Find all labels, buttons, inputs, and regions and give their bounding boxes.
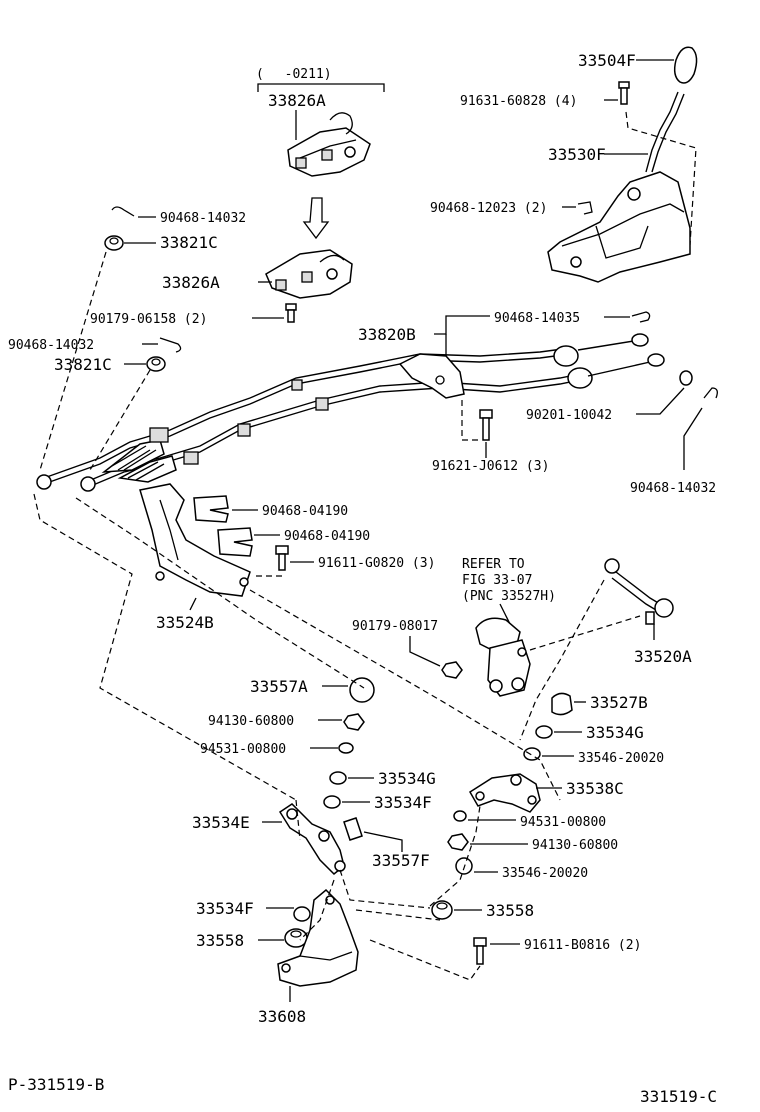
collar-icon bbox=[323, 795, 341, 809]
shift-knob bbox=[673, 46, 698, 84]
bushing-icon bbox=[146, 356, 166, 372]
collar-icon bbox=[535, 725, 553, 739]
bushing-icon bbox=[551, 692, 573, 716]
nut-icon bbox=[441, 661, 463, 679]
nut-icon bbox=[447, 833, 469, 851]
bolt-icon bbox=[479, 409, 493, 441]
label-bolt-retainer: 91611-G0820 (3) bbox=[318, 556, 435, 571]
clip-icon bbox=[577, 201, 593, 215]
label-knob: 33504F bbox=[578, 51, 636, 70]
control-bracket-upper bbox=[287, 112, 371, 177]
label-cushion-a: 33557A bbox=[250, 677, 308, 696]
label-grommet-left: 33558 bbox=[196, 931, 244, 950]
shift-cable bbox=[36, 333, 665, 492]
washer-icon bbox=[453, 810, 467, 822]
label-washer-left: 94531-00800 bbox=[200, 742, 286, 757]
lever-assy bbox=[278, 803, 346, 876]
washer-icon bbox=[338, 742, 354, 754]
date-range-label: ( -0211) bbox=[256, 67, 332, 82]
label-bolt-bracket: 90179-06158 (2) bbox=[90, 312, 207, 327]
shift-lever bbox=[547, 91, 691, 283]
clip-icon bbox=[111, 206, 135, 217]
refer-line-3: (PNC 33527H) bbox=[462, 589, 556, 604]
label-clip-right: 90468-14032 bbox=[630, 481, 716, 496]
shift-bolt-icon bbox=[618, 81, 630, 105]
label-cable-assy: 33820B bbox=[358, 325, 416, 344]
collar-icon bbox=[329, 771, 347, 785]
clip-icon bbox=[217, 527, 253, 557]
footer-right-code: 331519-C bbox=[640, 1087, 717, 1106]
label-clip-left-mid: 90468-14032 bbox=[8, 338, 94, 353]
label-collar-right: 33534G bbox=[586, 723, 644, 742]
bolt-icon bbox=[285, 303, 297, 323]
collar-icon bbox=[293, 906, 311, 922]
select-lever bbox=[475, 617, 531, 697]
label-bushing-mid: 33821C bbox=[54, 355, 112, 374]
label-nut-right2: 94130-60800 bbox=[532, 838, 618, 853]
plate-right bbox=[468, 773, 541, 813]
clip-icon bbox=[631, 311, 651, 323]
label-clip-left-top: 90468-14032 bbox=[160, 211, 246, 226]
cushion-icon bbox=[349, 677, 375, 703]
label-collar-left: 33534G bbox=[378, 769, 436, 788]
footer-left-code: P-331519-B bbox=[8, 1075, 104, 1094]
label-bushing-546-bot: 33546-20020 bbox=[502, 866, 588, 881]
label-bolt-cable: 91621-J0612 (3) bbox=[432, 459, 549, 474]
label-cushion-f: 33557F bbox=[372, 851, 430, 870]
label-bracket-bottom: 33826A bbox=[162, 273, 220, 292]
label-clip-cable: 90468-14035 bbox=[494, 311, 580, 326]
label-nut-lever: 90179-08017 bbox=[352, 619, 438, 634]
bolt-icon bbox=[473, 937, 487, 965]
clip-icon bbox=[703, 387, 718, 399]
bushing-icon bbox=[104, 235, 124, 251]
label-bolt-bottom: 91611-B0816 (2) bbox=[524, 938, 641, 953]
label-bushing-top: 33821C bbox=[160, 233, 218, 252]
label-nut-left: 94130-60800 bbox=[208, 714, 294, 729]
nut-icon bbox=[343, 713, 365, 731]
label-bracket-top: 33826A bbox=[268, 91, 326, 110]
label-retainer: 33524B bbox=[156, 613, 214, 632]
label-grommet-right: 33558 bbox=[486, 901, 534, 920]
label-clip-bracket-a: 90468-04190 bbox=[262, 504, 348, 519]
washer-icon bbox=[679, 370, 693, 386]
bushing-icon bbox=[455, 857, 473, 875]
control-bracket-lower bbox=[265, 249, 353, 299]
label-washer-right2: 94531-00800 bbox=[520, 815, 606, 830]
refer-line-2: FIG 33-07 bbox=[462, 573, 532, 588]
refer-line-1: REFER TO bbox=[462, 557, 525, 572]
label-rod-right: 33520A bbox=[634, 647, 692, 666]
label-bracket-lower: 33608 bbox=[258, 1007, 306, 1026]
label-collar-f2: 33534F bbox=[196, 899, 254, 918]
label-lever-e: 33534E bbox=[192, 813, 250, 832]
grommet-icon bbox=[431, 900, 453, 920]
label-bushing-546-top: 33546-20020 bbox=[578, 751, 664, 766]
shift-rod bbox=[604, 558, 674, 625]
label-collar-f1: 33534F bbox=[374, 793, 432, 812]
label-clip-shift: 90468-12023 (2) bbox=[430, 201, 547, 216]
lower-bracket bbox=[277, 888, 359, 987]
bolt-icon bbox=[275, 545, 289, 571]
cable-retainer bbox=[139, 483, 251, 597]
label-bushing-right: 33527B bbox=[590, 693, 648, 712]
label-shift-lever: 33530F bbox=[548, 145, 606, 164]
clip-icon bbox=[193, 495, 229, 523]
cushion-icon bbox=[343, 817, 363, 841]
label-bolt-shift: 91631-60828 (4) bbox=[460, 94, 577, 109]
label-washer-right: 90201-10042 bbox=[526, 408, 612, 423]
arrow-down-icon bbox=[302, 197, 330, 240]
label-plate-right: 33538C bbox=[566, 779, 624, 798]
clip-icon bbox=[159, 337, 182, 353]
label-clip-bracket-b: 90468-04190 bbox=[284, 529, 370, 544]
